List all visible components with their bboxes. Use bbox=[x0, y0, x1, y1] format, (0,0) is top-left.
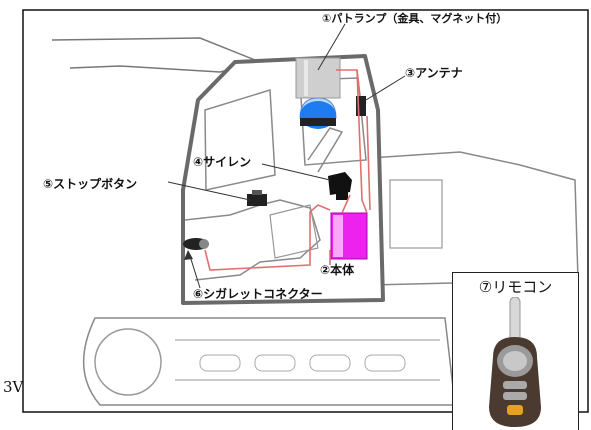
patlamp-mount bbox=[295, 57, 341, 99]
cab-window-left bbox=[204, 89, 276, 191]
track-roller bbox=[199, 354, 241, 372]
leader-lines bbox=[167, 23, 406, 289]
connector-arrow bbox=[184, 250, 193, 260]
remote-title: ⑦リモコン bbox=[478, 278, 553, 296]
label-siren: ④サイレン bbox=[193, 155, 252, 169]
patlamp-base bbox=[300, 118, 336, 126]
corner-text: 3V bbox=[3, 378, 24, 396]
cab-lever bbox=[307, 127, 344, 173]
label-cigarette-connector: ⑥シガレットコネクター bbox=[193, 287, 323, 301]
label-antenna: ③アンテナ bbox=[405, 66, 463, 80]
siren-base bbox=[336, 192, 348, 200]
siren-speaker bbox=[328, 172, 352, 195]
main-unit-highlight bbox=[333, 215, 343, 257]
track-wheel-front bbox=[94, 328, 162, 396]
track-roller bbox=[254, 354, 296, 372]
wiring bbox=[204, 69, 371, 271]
remote-panel: ⑦リモコン bbox=[452, 272, 579, 430]
cigarette-connector-tip bbox=[199, 239, 209, 249]
label-patlamp: ①パトランプ（金具、マグネット付） bbox=[322, 12, 508, 25]
track-roller bbox=[309, 354, 351, 372]
label-main-unit: ②本体 bbox=[320, 263, 355, 277]
stop-button-top bbox=[252, 190, 262, 195]
diagram-frame bbox=[22, 9, 589, 413]
antenna-box bbox=[356, 96, 366, 116]
track-outline bbox=[83, 317, 456, 406]
cab-seat bbox=[269, 204, 319, 259]
remote-control-icon bbox=[489, 297, 541, 427]
track-roller bbox=[364, 354, 406, 372]
stop-button-box bbox=[247, 194, 267, 206]
rear-window bbox=[389, 179, 443, 249]
label-stop-button: ⑤ストップボタン bbox=[43, 177, 138, 191]
rear-body bbox=[369, 151, 579, 286]
